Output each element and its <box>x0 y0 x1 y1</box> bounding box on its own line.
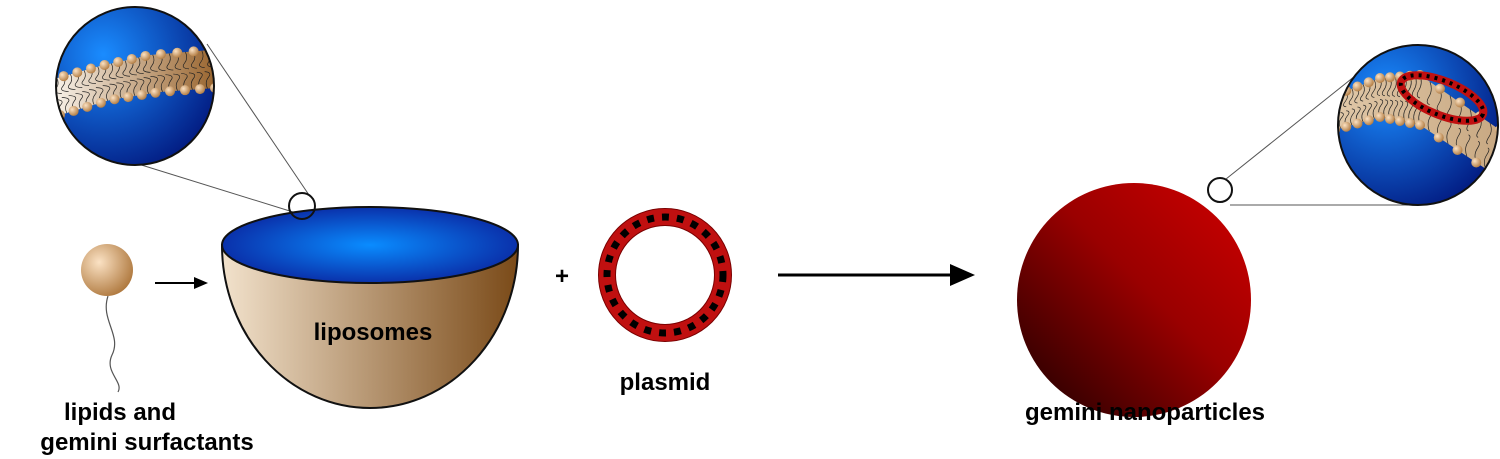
zoom-circle <box>288 192 316 220</box>
membrane-inset-left <box>55 6 215 166</box>
plasmid-ring <box>598 208 732 342</box>
lipid-molecule-icon <box>81 244 133 393</box>
nanoparticles-label: gemini nanoparticles <box>1025 399 1265 426</box>
liposome-bowl <box>220 206 520 409</box>
zoom-circle <box>1207 177 1233 203</box>
plasmid-label: plasmid <box>620 369 711 396</box>
lipids-label-line2: gemini surfactants <box>40 429 253 456</box>
membrane-inset-right <box>1337 44 1499 206</box>
zoom-line <box>206 43 310 196</box>
arrow-large <box>778 264 975 286</box>
plasmid-in-membrane-icon <box>1396 71 1488 125</box>
liposomes-label: liposomes <box>314 319 433 346</box>
zoom-line <box>134 162 294 213</box>
zoom-line <box>1225 67 1366 180</box>
lipids-label-line1: lipids and <box>64 399 176 426</box>
nanoparticle-sphere <box>1017 183 1251 417</box>
plus-sign: + <box>555 263 569 290</box>
arrow-small <box>155 277 208 289</box>
